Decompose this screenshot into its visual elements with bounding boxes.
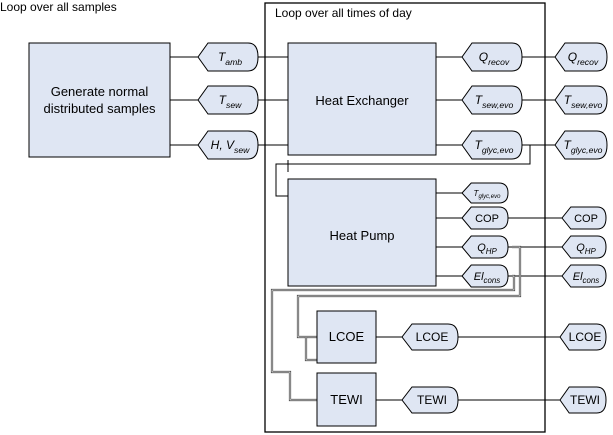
signal-cop-terminal: COP bbox=[561, 206, 607, 230]
signal-label: Qrecov bbox=[479, 50, 510, 67]
signal-label: Tsew,evo bbox=[564, 93, 603, 110]
signal-t-glyc-evo-hp-terminal: Tglyc,evo bbox=[461, 182, 509, 204]
lcoe-block: LCOE bbox=[316, 310, 377, 364]
heat-exchanger-label: Heat Exchanger bbox=[315, 93, 409, 108]
bus-wires bbox=[270, 245, 522, 402]
connection-wires bbox=[170, 56, 562, 401]
heat-pump-label: Heat Pump bbox=[329, 228, 394, 243]
signal-t-sew-terminal: Tsew bbox=[197, 85, 259, 115]
signal-label: LCOE bbox=[569, 330, 602, 344]
signal-t-glyc-evo-terminal: Tglyc,evo bbox=[461, 130, 523, 160]
signal-label: TEWI bbox=[417, 393, 447, 407]
signal-label: Tglyc,evo bbox=[564, 138, 603, 155]
heat-pump-block: Heat Pump bbox=[287, 178, 437, 287]
generate-label-line1: Generate normal bbox=[51, 84, 149, 99]
lcoe-block-label: LCOE bbox=[329, 329, 365, 344]
signal-el-cons-terminal: Elcons bbox=[461, 264, 509, 288]
signal-label: Elcons bbox=[474, 271, 501, 285]
signal-t-sew-evo-terminal: Tsew,evo bbox=[554, 85, 608, 115]
signal-label: LCOE bbox=[416, 330, 449, 344]
signal-label: Tamb bbox=[218, 50, 242, 67]
signal-label: Elcons bbox=[573, 271, 600, 285]
generate-label-line2: distributed samples bbox=[44, 101, 156, 116]
signal-q-hp-terminal: QHP bbox=[461, 235, 509, 259]
signal-q-recov-terminal: Qrecov bbox=[554, 42, 608, 72]
signal-q-hp-terminal: QHP bbox=[561, 235, 607, 259]
signal-tewi-terminal: TEWI bbox=[401, 386, 459, 414]
signal-t-sew-evo-terminal: Tsew,evo bbox=[461, 85, 523, 115]
signal-label: QHP bbox=[477, 242, 497, 256]
signal-el-cons-terminal: Elcons bbox=[561, 264, 607, 288]
signal-label: Tglyc,evo bbox=[474, 189, 502, 200]
outer-loop-label: Loop over all samples bbox=[0, 0, 117, 14]
signal-cop-terminal: COP bbox=[461, 206, 509, 230]
tewi-block: TEWI bbox=[316, 372, 377, 427]
signal-label: TEWI bbox=[570, 393, 600, 407]
inner-loop-label: Loop over all times of day bbox=[275, 6, 412, 20]
signal-q-recov-terminal: Qrecov bbox=[461, 42, 523, 72]
signal-lcoe-terminal: LCOE bbox=[559, 323, 607, 351]
signal-tewi-terminal: TEWI bbox=[559, 386, 607, 414]
signal-label: COP bbox=[574, 213, 598, 225]
signal-label: Tsew bbox=[219, 93, 242, 110]
signal-label: Tglyc,evo bbox=[475, 138, 514, 155]
signal-t-glyc-evo-terminal: Tglyc,evo bbox=[554, 130, 608, 160]
generate-block: Generate normal distributed samples bbox=[28, 42, 171, 158]
heat-exchanger-block: Heat Exchanger bbox=[287, 42, 437, 156]
signal-label: Tsew,evo bbox=[475, 93, 514, 110]
signal-label: COP bbox=[475, 213, 499, 225]
signal-label: H, Vsew bbox=[211, 138, 250, 155]
signal-h-v-sew-terminal: H, Vsew bbox=[197, 130, 259, 160]
signal-label: Qrecov bbox=[568, 50, 599, 67]
signal-label: QHP bbox=[576, 242, 596, 256]
signal-t-amb-terminal: Tamb bbox=[197, 42, 259, 72]
signal-lcoe-terminal: LCOE bbox=[401, 323, 459, 351]
tewi-block-label: TEWI bbox=[330, 392, 363, 407]
